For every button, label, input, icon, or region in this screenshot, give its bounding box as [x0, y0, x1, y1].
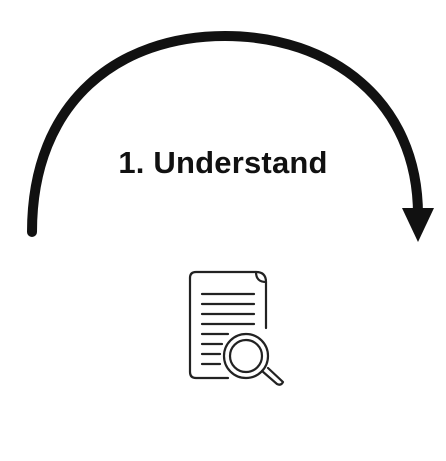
- step-label: 1. Understand: [118, 145, 328, 180]
- magnifier-ring: [222, 332, 270, 380]
- document-search-icon: [180, 268, 290, 388]
- arrow-arc: [27, 30, 423, 237]
- document-outline: [188, 270, 268, 330]
- arrow-head: [402, 208, 434, 242]
- magnifier-handle: [260, 366, 285, 386]
